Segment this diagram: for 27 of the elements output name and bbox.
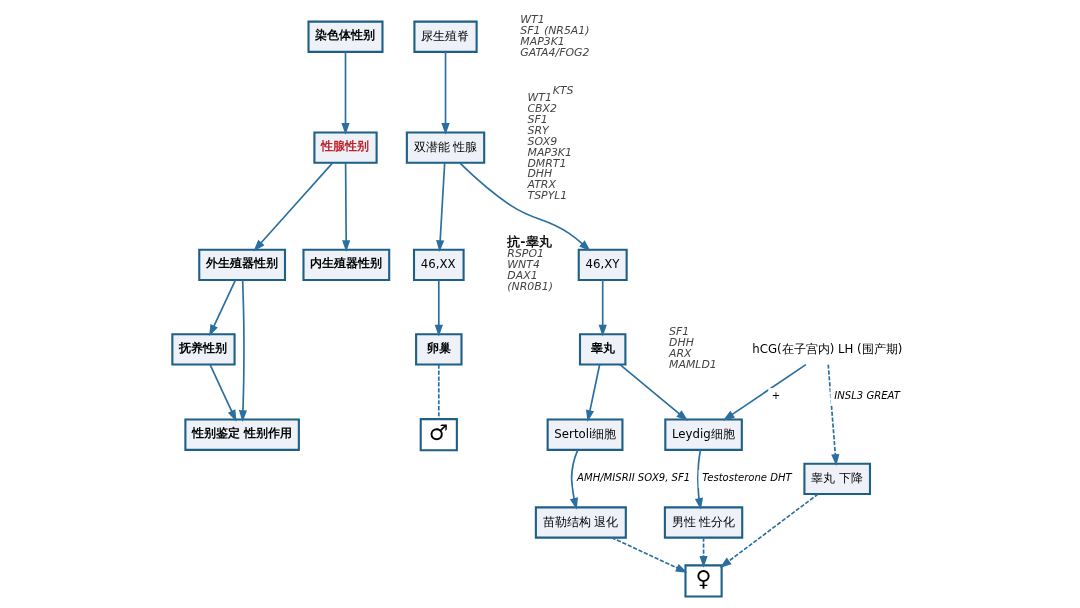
node-label: MAP3K1 (526, 145, 572, 159)
node-label: SF1 (526, 112, 548, 126)
edge-label: + (771, 390, 780, 402)
node-label: DMRT1 (526, 156, 566, 170)
edge-label: INSL3 GREAT (833, 390, 900, 402)
node-label: DHH (668, 336, 694, 350)
edge-label: AMH/MISRII SOX9, SF1 (576, 472, 690, 484)
node-label: SRY (526, 123, 549, 137)
node-text: hCG(在子宫内) LH (围产期) (751, 341, 902, 356)
node-label: RSPO1 (506, 247, 544, 261)
node-label: WT1 (519, 12, 545, 26)
node-label: ARX (668, 347, 692, 361)
node-label: GATA4/FOG2 (519, 45, 589, 59)
node-label: SOX9 (526, 134, 557, 148)
node-label: ATRX (526, 178, 556, 192)
node-label: TSPYL1 (526, 189, 567, 203)
edge-label: Testosterone DHT (701, 472, 792, 484)
node-label: 抗-睾丸 (506, 234, 552, 250)
node-label: SF1 (NR5A1) (519, 23, 590, 37)
node-label: MAMLD1 (668, 358, 717, 372)
node-label: MAP3K1 (519, 34, 565, 48)
node-label: SF1 (668, 325, 689, 339)
node-label: DHH (526, 167, 552, 181)
node-label: WNT4 (506, 258, 540, 272)
node-label: DAX1 (506, 269, 538, 283)
node-label: CBX2 (526, 101, 557, 115)
node-label: (NR0B1) (506, 280, 553, 294)
